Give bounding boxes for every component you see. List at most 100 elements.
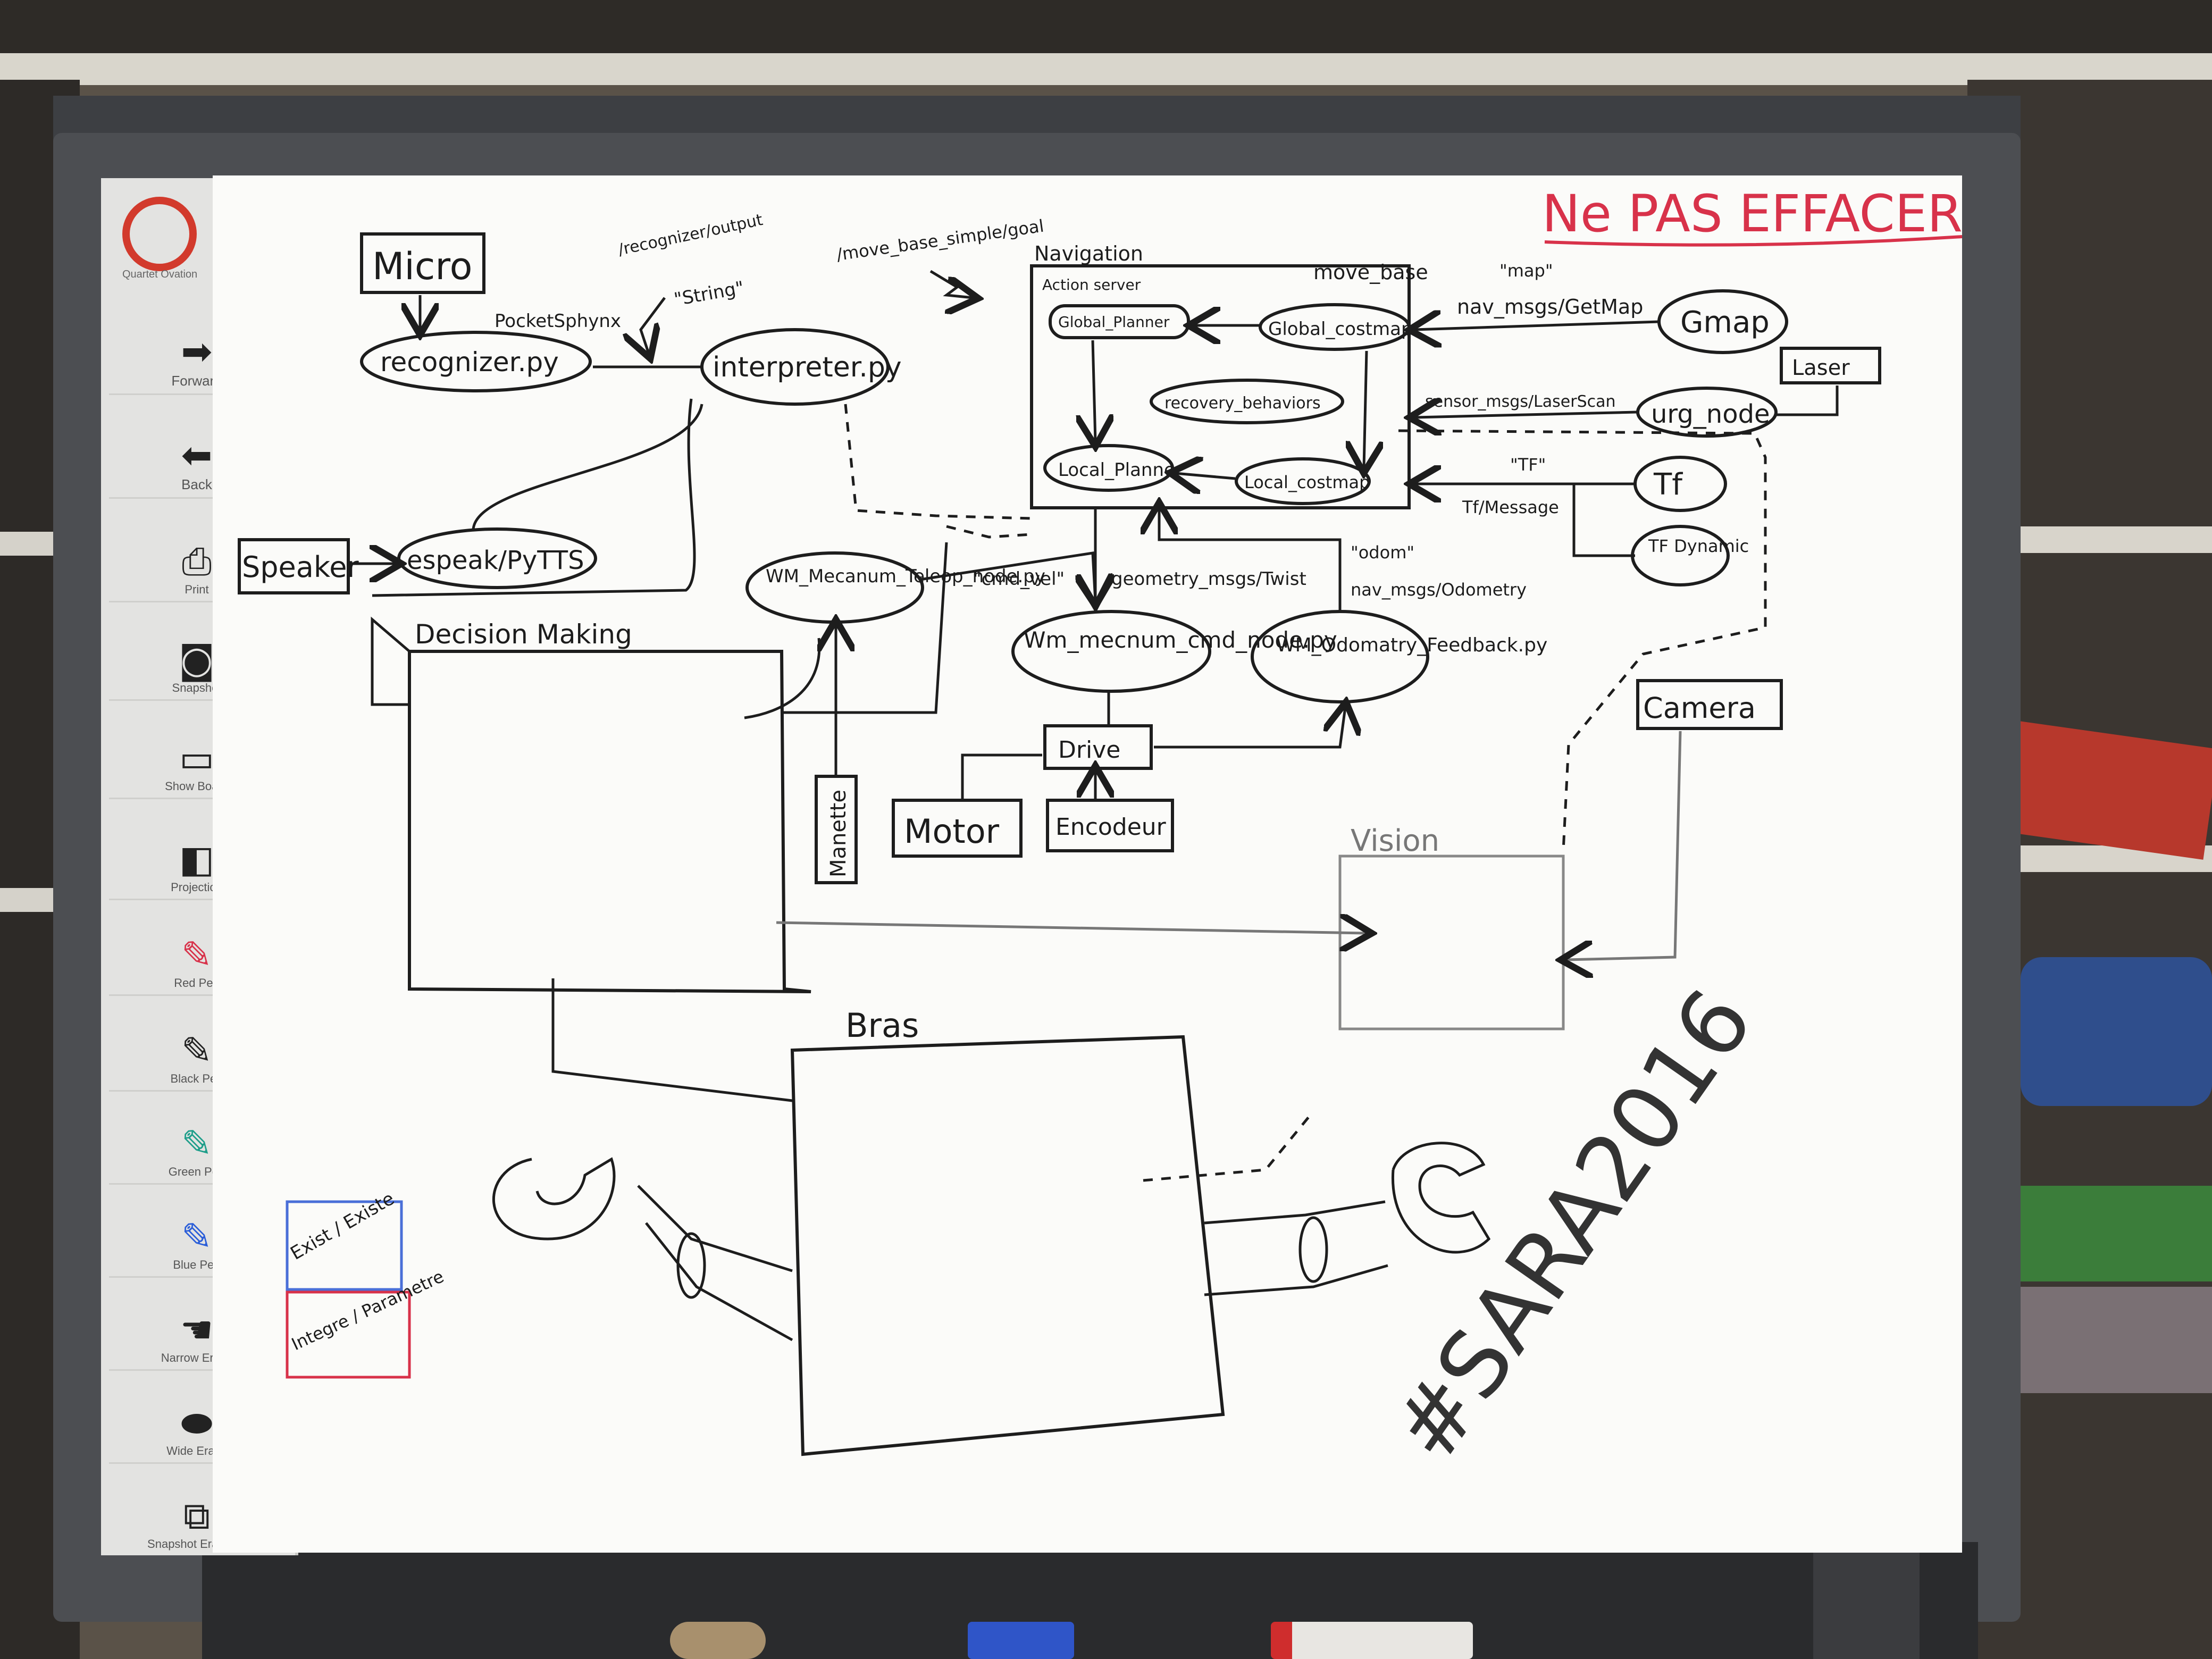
micro-box [360, 232, 485, 294]
urg-node [1636, 387, 1778, 438]
decision-making-label: Decision Making [415, 619, 632, 650]
left-arm [637, 1185, 793, 1342]
black-pen-icon: ✎ [181, 1029, 213, 1073]
camera-label: Camera [1643, 691, 1756, 725]
odometry-node [1251, 610, 1429, 703]
gmap-edge [1414, 322, 1660, 330]
odometry-label: WM_Odomatry_Feedback.py [1276, 634, 1547, 656]
back-button[interactable]: ⬅ Back [109, 407, 284, 499]
red-pen-icon: ✎ [181, 933, 213, 977]
erase-all-icon: ⧉ [183, 1494, 210, 1538]
navigation-container [1030, 264, 1411, 509]
print-button[interactable]: ⎙ Print [109, 510, 284, 602]
tf-label: Tf [1653, 467, 1683, 502]
tfmessage-label: Tf/Message [1462, 497, 1559, 517]
espeak-label: espeak/PyTTS [407, 546, 584, 575]
cmd-node [1011, 610, 1211, 693]
tf-dynamic-edge [1572, 484, 1635, 557]
shelf-tin [2021, 957, 2212, 1106]
legend-integre-label: Integre / Parametre [288, 1266, 447, 1354]
interpreter-node [700, 328, 890, 406]
shelf-board [0, 53, 2212, 85]
laser-box [1780, 347, 1881, 384]
bras-label: Bras [845, 1006, 919, 1045]
recovery-behaviors-node [1150, 379, 1344, 424]
speaker-label: Speaker [242, 550, 359, 584]
interpreter-label: interpreter.py [713, 351, 902, 383]
tf-topic-label: "TF" [1510, 455, 1546, 475]
planner-down-edge [1093, 340, 1095, 441]
action-server-label: Action server [1042, 276, 1141, 294]
recognizer-label: recognizer.py [380, 347, 559, 378]
brand-label: Quartet Ovation [122, 269, 198, 280]
red-pen-button[interactable]: ✎ Red Pen [109, 904, 284, 996]
do-not-erase-note: Ne PAS EFFACER [1542, 184, 1963, 244]
motor-box [892, 799, 1023, 858]
cmd-vel-label: "cmd_vel" [973, 568, 1065, 590]
tf-dynamic-label: TF Dynamic [1648, 536, 1749, 556]
navigation-label: Navigation [1034, 242, 1143, 265]
global-costmap-label: Global_costmap [1268, 319, 1413, 340]
global-planner-label: Global_Planner [1058, 313, 1170, 331]
encodeur-label: Encodeur [1055, 814, 1167, 841]
board-tray [202, 1542, 1978, 1659]
urg-node-label: urg_node [1651, 399, 1770, 429]
interpreter-nav-dashed [844, 404, 1032, 520]
legend-integre [286, 1291, 411, 1379]
board-logo [1813, 1542, 1920, 1659]
local-costmap-label: Local_costmap [1244, 472, 1370, 492]
decision-teleop-link [744, 638, 821, 719]
laserscan-label: sensor_msgs/LaserScan [1425, 392, 1616, 411]
forward-button[interactable]: ➡ Forward [109, 303, 284, 395]
camera-vision-edge [1566, 731, 1682, 960]
blue-pen-button[interactable]: ✎ Blue Pen [109, 1186, 284, 1278]
micro-label: Micro [372, 245, 472, 288]
motor-drive-edge [961, 753, 1042, 800]
paper-scrap [670, 1622, 766, 1659]
costmap-down-edge [1364, 350, 1367, 468]
arrow-left-icon: ⬅ [181, 433, 213, 477]
blue-marker [968, 1622, 1074, 1659]
laser-edge [1776, 386, 1839, 416]
string-arrow [641, 297, 666, 354]
local-costmap-node [1235, 457, 1371, 505]
twist-label: geometry_msgs/Twist [1111, 568, 1306, 590]
sara2016-signature: #SARA2016 [1372, 971, 1773, 1480]
laser-label: Laser [1792, 356, 1850, 380]
printer-icon: ⎙ [182, 540, 212, 583]
note-underline [1544, 235, 1963, 247]
map-topic-label: "map" [1499, 261, 1553, 281]
espeak-interpreter-edge [472, 404, 703, 530]
right-arm-joint [1298, 1216, 1328, 1283]
goal-arrow [929, 270, 973, 298]
local-costmap-edge [1175, 473, 1236, 479]
motor-label: Motor [904, 812, 1000, 851]
monitor-icon: ▭ [179, 736, 215, 780]
legend-existe [286, 1200, 403, 1291]
bras-box [790, 1035, 1225, 1456]
legend-existe-label: Exist / Existe [287, 1188, 398, 1264]
left-arm-joint [676, 1232, 706, 1299]
string-label: "String" [673, 277, 746, 310]
narrow-eraser-icon: ☚ [180, 1308, 214, 1352]
decision-side-link [371, 616, 410, 706]
gmap-label: Gmap [1680, 305, 1770, 340]
drive-label: Drive [1058, 736, 1120, 764]
getmap-label: nav_msgs/GetMap [1457, 295, 1643, 319]
red-marker [1271, 1622, 1473, 1659]
decision-interpreter-link [372, 398, 696, 597]
espeak-node [397, 527, 597, 589]
green-pen-button[interactable]: ✎ Green Pen [109, 1093, 284, 1185]
whiteboard [213, 175, 1962, 1553]
teleop-label: WM_Mecanum_Teleop_node.py [766, 566, 1045, 587]
decision-bras-link [551, 978, 793, 1102]
decision-nav-dashed [946, 525, 1032, 539]
vision-label: Vision [1351, 824, 1439, 858]
vision-box [1338, 854, 1565, 1030]
blue-pen-icon: ✎ [181, 1215, 213, 1259]
recognizer-node [360, 331, 592, 392]
cmd-node-label: Wm_mecnum_cmd_node.py [1024, 627, 1337, 653]
manette-label: Manette [826, 790, 851, 877]
recognizer-output-label: /recognizer/output [616, 211, 765, 259]
